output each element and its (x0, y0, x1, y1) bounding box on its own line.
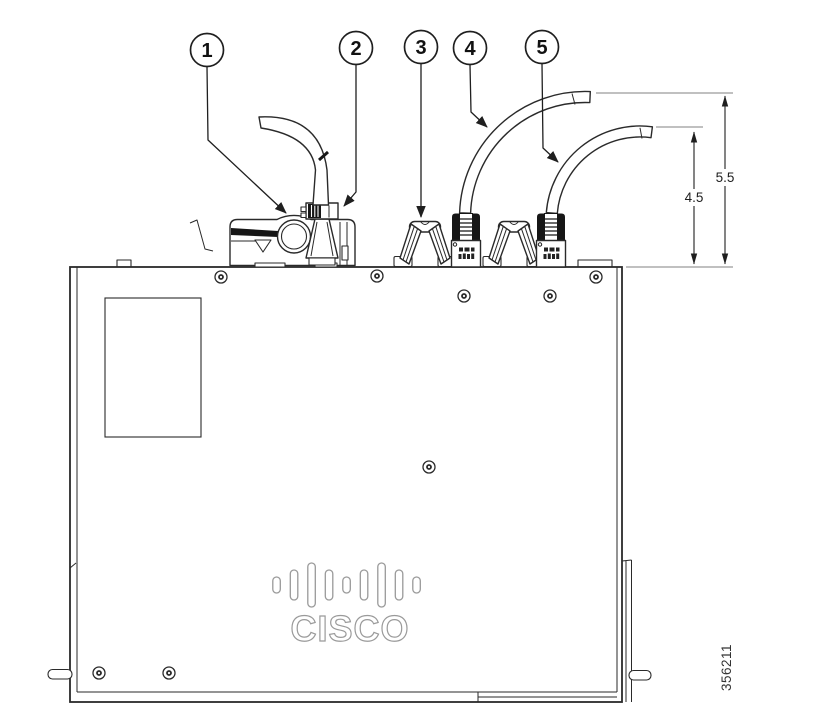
callout-3-number: 3 (415, 37, 426, 59)
chassis: CISCO (47, 259, 652, 703)
stackwise-connector-2 (535, 212, 567, 268)
dimension-upper: 5.5 (711, 95, 739, 265)
warning-triangle-icon (254, 239, 272, 253)
cisco-logo: CISCO (272, 562, 421, 650)
stackpower-cable-bail-1 (393, 220, 457, 268)
label-area (104, 297, 202, 438)
screw (162, 666, 176, 680)
callout-2-number: 2 (350, 38, 361, 60)
screw (92, 666, 106, 680)
screw (589, 270, 603, 284)
callout-4-number: 4 (464, 38, 476, 60)
screw (370, 269, 384, 283)
callout-1: 1 (189, 32, 287, 214)
stack-cable-long-joint (571, 93, 576, 105)
mounting-bracket-right (621, 559, 652, 702)
stackpower-cable-bail-2 (482, 220, 546, 268)
callout-3: 3 (403, 29, 439, 218)
stackwise-connector-1 (450, 212, 482, 268)
callout-5-number: 5 (536, 37, 547, 59)
figure-number: 356211 (719, 644, 734, 691)
power-cable-joint (318, 150, 329, 162)
stack-cable-short-joint (639, 127, 643, 139)
callout-2: 2 (338, 30, 374, 207)
chassis-panel-seams (76, 267, 618, 702)
dimension-lower: 4.5 (680, 131, 708, 265)
stack-cable-long (458, 90, 591, 214)
screw (422, 460, 436, 474)
callout-4: 4 (452, 30, 488, 128)
cisco-bridge-bars-icon (272, 562, 421, 608)
dimension-upper-value: 5.5 (716, 170, 735, 185)
screw (457, 289, 471, 303)
power-cord-retainer (189, 116, 356, 268)
screw (214, 270, 228, 284)
dimension-annotations: 5.5 4.5 (596, 92, 739, 268)
dimension-lower-value: 4.5 (685, 190, 704, 205)
retainer-latch-bar (231, 228, 278, 237)
callout-1-number: 1 (201, 40, 212, 62)
screw (543, 289, 557, 303)
retainer-clip-wire (189, 219, 214, 252)
cisco-logo-text: CISCO (290, 608, 409, 649)
callout-5: 5 (524, 29, 560, 163)
power-cable (258, 116, 330, 206)
stack-cable-short (545, 125, 654, 215)
mounting-bracket-left (47, 562, 77, 680)
